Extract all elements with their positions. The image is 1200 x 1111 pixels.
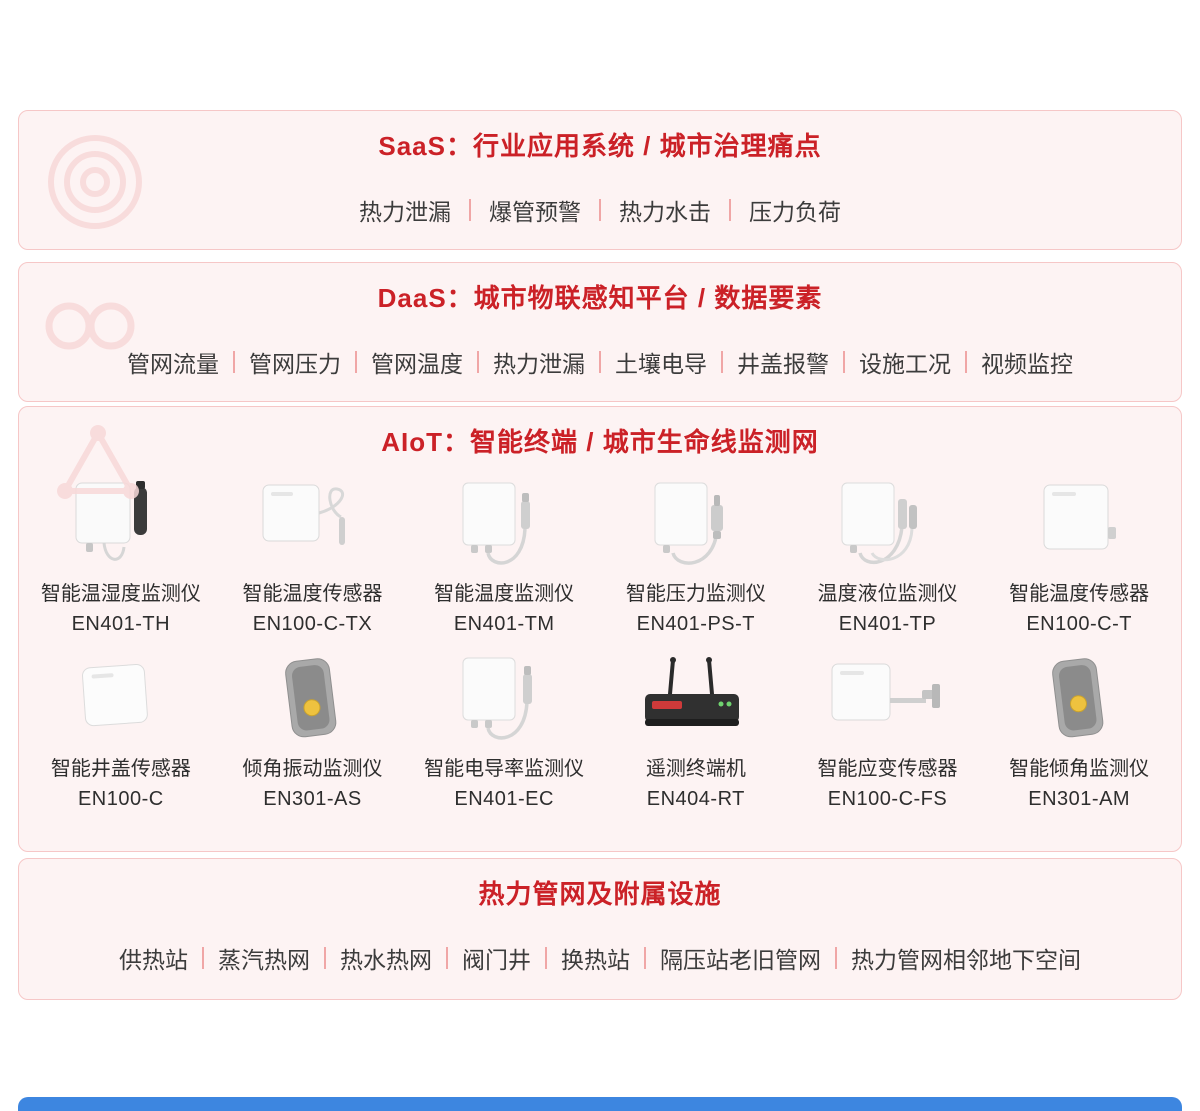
device-model: EN100-C: [77, 788, 164, 810]
pressure-monitor-image: [600, 477, 792, 573]
divider: [233, 351, 235, 373]
conductivity-monitor-image: [408, 652, 600, 748]
saas-section: SaaS：行业应用系统 / 城市治理痛点 热力泄漏 爆管预警 热力水击 压力负荷: [18, 110, 1182, 250]
daas-item: 管网温度: [371, 351, 463, 377]
device-name: 智能电导率监测仪: [424, 758, 585, 780]
divider: [477, 351, 479, 373]
saas-items-row: 热力泄漏 爆管预警 热力水击 压力负荷: [19, 193, 1181, 227]
temp-monitor-image: [408, 477, 600, 573]
device-model: EN401-TP: [838, 613, 937, 635]
device-model: EN100-C-FS: [827, 788, 948, 810]
device-model: EN401-PS-T: [636, 613, 756, 635]
device-card: 智能温度传感器 EN100-C-TX: [217, 477, 409, 636]
manhole-sensor-image: [25, 652, 217, 748]
divider: [644, 947, 646, 969]
strain-sensor-image: [792, 652, 984, 748]
daas-section: DaaS：城市物联感知平台 / 数据要素 管网流量 管网压力 管网温度 热力泄漏…: [18, 262, 1182, 402]
saas-title: SaaS：行业应用系统 / 城市治理痛点: [378, 131, 822, 161]
device-name: 智能压力监测仪: [625, 583, 766, 605]
divider: [545, 947, 547, 969]
device-card: 遥测终端机 EN404-RT: [600, 652, 792, 811]
daas-title: DaaS：城市物联感知平台 / 数据要素: [377, 283, 823, 313]
device-model: EN301-AM: [1028, 788, 1131, 810]
device-model: EN100-C-T: [1026, 613, 1132, 635]
daas-item: 土壤电导: [615, 351, 707, 377]
temp-sensor-box-image: [983, 477, 1175, 573]
device-model: EN100-C-TX: [252, 613, 373, 635]
device-name: 智能温度监测仪: [434, 583, 575, 605]
daas-item: 管网流量: [127, 351, 219, 377]
facility-item: 供热站: [119, 947, 188, 973]
device-model: EN401-TH: [71, 613, 171, 635]
device-model: EN401-TM: [453, 613, 555, 635]
facilities-title: 热力管网及附属设施: [478, 879, 722, 909]
device-card: 倾角振动监测仪 EN301-AS: [217, 652, 409, 811]
facility-item: 蒸汽热网: [218, 947, 310, 973]
saas-item: 热力泄漏: [359, 199, 451, 225]
divider: [965, 351, 967, 373]
device-card: 智能井盖传感器 EN100-C: [25, 652, 217, 811]
device-card: 智能温度监测仪 EN401-TM: [408, 477, 600, 636]
device-name: 智能温度传感器: [242, 583, 383, 605]
divider: [843, 351, 845, 373]
saas-item: 压力负荷: [749, 199, 841, 225]
device-name: 温度液位监测仪: [817, 583, 958, 605]
facilities-items-row: 供热站 蒸汽热网 热水热网 阀门井 换热站 隔压站老旧管网 热力管网相邻地下空间: [19, 941, 1181, 975]
device-card: 智能电导率监测仪 EN401-EC: [408, 652, 600, 811]
divider: [599, 351, 601, 373]
device-name: 倾角振动监测仪: [242, 758, 383, 780]
daas-items-row: 管网流量 管网压力 管网温度 热力泄漏 土壤电导 井盖报警 设施工况 视频监控: [19, 345, 1181, 379]
tilt-monitor-image: [983, 652, 1175, 748]
device-name: 智能倾角监测仪: [1009, 758, 1150, 780]
device-card: 智能倾角监测仪 EN301-AM: [983, 652, 1175, 811]
facility-item: 阀门井: [462, 947, 531, 973]
divider: [721, 351, 723, 373]
facilities-section: 热力管网及附属设施 供热站 蒸汽热网 热水热网 阀门井 换热站 隔压站老旧管网 …: [18, 858, 1182, 1000]
tilt-vibration-monitor-image: [217, 652, 409, 748]
device-card: 智能温湿度监测仪 EN401-TH: [25, 477, 217, 636]
facility-item: 热力管网相邻地下空间: [851, 947, 1081, 973]
device-card: 智能温度传感器 EN100-C-T: [983, 477, 1175, 636]
facility-item: 隔压站老旧管网: [660, 947, 821, 973]
divider: [835, 947, 837, 969]
divider: [202, 947, 204, 969]
daas-item: 热力泄漏: [493, 351, 585, 377]
device-grid: 智能温湿度监测仪 EN401-TH 智能温度传感器 EN100-C-TX: [25, 477, 1175, 811]
device-card: 智能应变传感器 EN100-C-FS: [792, 652, 984, 811]
aiot-section: AIoT：智能终端 / 城市生命线监测网 智能温湿度监测仪 EN401-TH: [18, 406, 1182, 852]
divider: [355, 351, 357, 373]
temp-humidity-monitor-image: [25, 477, 217, 573]
temp-sensor-image: [217, 477, 409, 573]
telemetry-terminal-image: [600, 652, 792, 748]
daas-item: 井盖报警: [737, 351, 829, 377]
device-card: 温度液位监测仪 EN401-TP: [792, 477, 984, 636]
divider: [324, 947, 326, 969]
device-model: EN404-RT: [646, 788, 745, 810]
temp-level-monitor-image: [792, 477, 984, 573]
bottom-section-edge: [18, 1097, 1182, 1111]
saas-item: 爆管预警: [489, 199, 581, 225]
device-card: 智能压力监测仪 EN401-PS-T: [600, 477, 792, 636]
facility-item: 换热站: [561, 947, 630, 973]
device-name: 遥测终端机: [645, 758, 746, 780]
device-name: 智能井盖传感器: [50, 758, 191, 780]
divider: [729, 199, 731, 221]
device-name: 智能温度传感器: [1009, 583, 1150, 605]
facility-item: 热水热网: [340, 947, 432, 973]
daas-item: 视频监控: [981, 351, 1073, 377]
daas-item: 管网压力: [249, 351, 341, 377]
divider: [446, 947, 448, 969]
daas-item: 设施工况: [859, 351, 951, 377]
device-model: EN301-AS: [263, 788, 362, 810]
divider: [599, 199, 601, 221]
divider: [469, 199, 471, 221]
device-model: EN401-EC: [454, 788, 554, 810]
device-name: 智能应变传感器: [817, 758, 958, 780]
saas-item: 热力水击: [619, 199, 711, 225]
device-name: 智能温湿度监测仪: [40, 583, 201, 605]
aiot-title: AIoT：智能终端 / 城市生命线监测网: [381, 427, 819, 457]
